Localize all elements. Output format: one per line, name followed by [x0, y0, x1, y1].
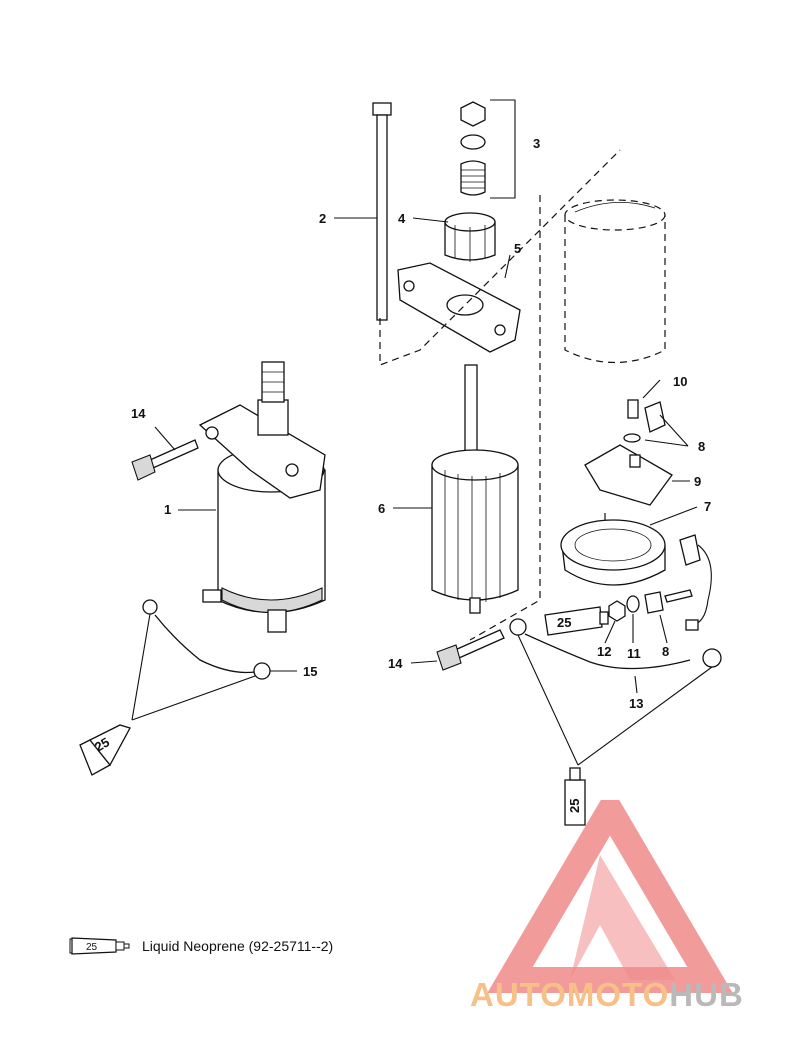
callout-2: 2 — [319, 211, 326, 226]
callout-1: 1 — [164, 502, 171, 517]
callout-6: 6 — [378, 501, 385, 516]
sealant-tube-label: 25 — [567, 799, 582, 813]
ground-cable — [142, 599, 271, 680]
bolt-left — [131, 439, 199, 481]
commutator-end-cap — [560, 519, 712, 626]
callout-11: 11 — [627, 646, 641, 661]
sealant-tube-right: 25 — [564, 767, 586, 826]
leader-lines — [131, 217, 713, 766]
motor-frame — [564, 199, 666, 363]
callout-14-center: 14 — [388, 656, 403, 671]
sealant-tube-label: 25 — [92, 734, 112, 754]
callout-7: 7 — [704, 499, 711, 514]
callout-3: 3 — [533, 136, 540, 151]
starter-motor-assembly — [198, 361, 326, 633]
callout-14-left: 14 — [131, 406, 146, 421]
sealant-tube-middle: 25 — [544, 606, 609, 636]
sealant-tube-icon: 25 — [69, 937, 130, 955]
brush-parts — [584, 399, 673, 506]
callout-9: 9 — [694, 474, 701, 489]
callout-15: 15 — [303, 664, 317, 679]
callout-13: 13 — [629, 696, 643, 711]
callout-5: 5 — [514, 241, 521, 256]
sealant-tube-left: 25 — [79, 724, 131, 776]
automotohub-logo-mark — [487, 800, 733, 993]
sealant-tube-label: 25 — [557, 615, 571, 630]
automotohub-wordmark: AUTOMOTOHUB — [470, 976, 744, 1014]
callout-8-lower: 8 — [662, 644, 669, 659]
nut-washer-spring — [460, 99, 516, 199]
terminal-hardware — [608, 589, 699, 631]
legend-tube-label: 25 — [86, 942, 98, 953]
assembly-guide-lines — [379, 149, 621, 641]
through-bolt — [372, 102, 392, 321]
wordmark-auto: AUTOMOTO — [470, 976, 670, 1013]
wordmark-hub: HUB — [669, 976, 744, 1013]
callout-4: 4 — [398, 211, 406, 226]
bolt-center — [436, 629, 505, 671]
sealant-legend: 25 Liquid Neoprene (92-25711--2) — [68, 932, 333, 960]
callout-12: 12 — [597, 644, 611, 659]
callout-10: 10 — [673, 374, 687, 389]
legend-text: Liquid Neoprene (92-25711--2) — [142, 938, 334, 954]
pinion-gear — [444, 212, 496, 262]
armature — [431, 364, 519, 614]
drive-end-cap — [397, 262, 521, 353]
callout-numbers: 1 2 3 4 5 6 7 8 8 9 10 11 12 13 14 14 15 — [131, 136, 711, 711]
callout-8-upper: 8 — [698, 439, 705, 454]
